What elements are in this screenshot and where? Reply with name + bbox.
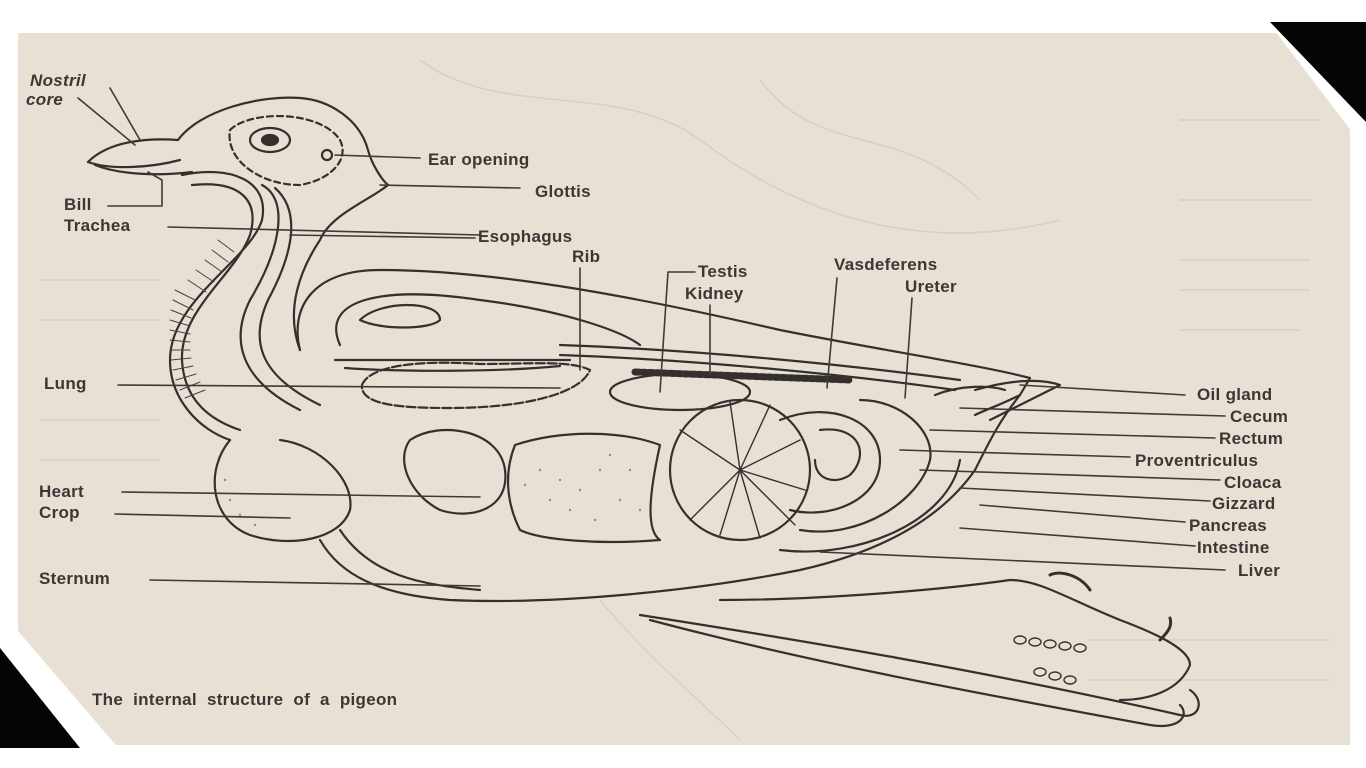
label-pancreas: Pancreas — [1189, 516, 1268, 535]
label-esophagus: Esophagus — [478, 227, 573, 246]
back-outline — [296, 268, 1032, 417]
heart — [403, 428, 507, 515]
kidney-testis — [608, 372, 752, 412]
lung — [360, 361, 592, 410]
eye — [248, 126, 292, 154]
sternum — [318, 393, 1022, 603]
label-trachea: Trachea — [64, 216, 131, 235]
beak — [86, 158, 194, 176]
label-rectum: Rectum — [1219, 429, 1284, 448]
label-nostril: Nostril — [30, 71, 86, 90]
label-ureter: Ureter — [905, 277, 957, 296]
head-outline — [86, 96, 390, 352]
label-oil-gland: Oil gland — [1197, 385, 1273, 404]
leg — [718, 578, 1192, 702]
label-crop: Crop — [39, 503, 80, 522]
label-cecum: Cecum — [1230, 407, 1289, 426]
intestine — [778, 411, 882, 514]
label-lung: Lung — [44, 374, 87, 393]
label-bill: Bill — [64, 195, 92, 214]
label-heart: Heart — [39, 482, 84, 501]
label-kidney: Kidney — [685, 284, 744, 303]
scanned-page — [18, 33, 1350, 745]
ear — [320, 148, 334, 162]
label-sternum: Sternum — [39, 569, 111, 588]
crop — [213, 438, 352, 543]
label-testis: Testis — [698, 262, 748, 281]
label-rib: Rib — [572, 247, 601, 266]
neck-front — [168, 170, 265, 442]
label-vasdeferens: Vasdeferens — [834, 255, 938, 274]
label-cloaca: Cloaca — [1224, 473, 1282, 492]
label-proventriculus: Proventriculus — [1135, 451, 1259, 470]
label-gizzard: Gizzard — [1212, 494, 1276, 513]
label-liver: Liver — [1238, 561, 1281, 580]
liver — [507, 432, 662, 544]
label-intestine: Intestine — [1197, 538, 1270, 557]
label-core: core — [26, 90, 64, 109]
figure-caption: The internal structure of a pigeon — [92, 690, 398, 709]
gizzard — [668, 398, 812, 542]
label-glottis: Glottis — [535, 182, 591, 201]
label-ear-opening: Ear opening — [428, 150, 530, 169]
